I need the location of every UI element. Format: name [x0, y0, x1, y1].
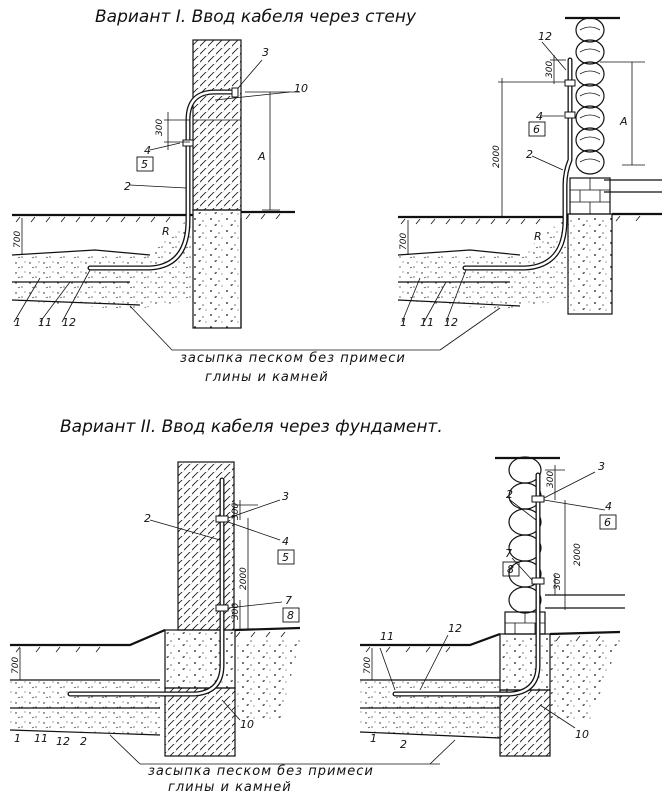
callout-11: 11 — [420, 316, 434, 329]
brick-wall — [177, 461, 235, 631]
callout-2: 2 — [124, 180, 131, 193]
callout-2: 2 — [144, 512, 151, 525]
variant2-title: Вариант II. Ввод кабеля через фундамент. — [60, 417, 443, 437]
callout-7: 7 — [505, 547, 512, 560]
variant2-right-detail: 300 2000 300 700 3 4 6 2 7 8 11 12 1 2 1… — [359, 456, 625, 757]
callout-11: 11 — [380, 630, 394, 643]
callout-3: 3 — [598, 460, 605, 473]
callout-10: 10 — [575, 728, 589, 741]
dim-700: 700 — [399, 233, 409, 250]
log-wall — [575, 17, 605, 175]
callout-1: 1 — [14, 316, 21, 329]
sand-note2-line2: глины и камней — [168, 780, 292, 795]
callout-3: 3 — [262, 46, 269, 59]
callout-12: 12 — [444, 316, 458, 329]
sand-note-1: засыпка песком без примеси глины и камне… — [129, 305, 501, 385]
callout-7: 7 — [285, 594, 292, 607]
foundation — [499, 633, 551, 691]
dim-300: 300 — [553, 573, 563, 590]
foundation — [192, 209, 242, 329]
label-R: R — [162, 225, 170, 238]
callout-11: 11 — [34, 732, 48, 745]
dim-A: A — [619, 115, 628, 128]
callout-6: 6 — [533, 123, 540, 136]
clamp — [231, 87, 239, 98]
callout-2: 2 — [506, 488, 513, 501]
dim-700: 700 — [11, 657, 21, 674]
callout-10: 10 — [240, 718, 254, 731]
ground-line — [12, 210, 295, 217]
callout-5: 5 — [282, 551, 289, 564]
variant1-left-detail: A 300 700 3 10 4 5 2 R 1 11 12 — [11, 39, 308, 329]
brick-wall — [192, 39, 242, 211]
sand-note-line1: засыпка песком без примеси — [180, 351, 406, 366]
dim-300: 300 — [545, 61, 555, 78]
sand-note-line2: глины и камней — [205, 370, 329, 385]
dim-2000: 2000 — [492, 145, 502, 168]
callout-5: 5 — [141, 158, 148, 171]
callout-4: 4 — [144, 144, 151, 157]
callout-1: 1 — [370, 732, 377, 745]
sand-note-2: засыпка песком без примеси глины и камне… — [109, 734, 456, 795]
label-R: R — [534, 230, 542, 243]
dim-700: 700 — [13, 231, 23, 248]
callout-1: 1 — [400, 316, 407, 329]
callout-2: 2 — [400, 738, 407, 751]
dim-300: 300 — [231, 503, 241, 520]
variant1-title: Вариант I. Ввод кабеля через стену — [95, 7, 417, 27]
callout-4: 4 — [605, 500, 612, 513]
dim-300: 300 — [546, 471, 556, 488]
callout-10: 10 — [294, 82, 308, 95]
callout-3: 3 — [282, 490, 289, 503]
callout-8: 8 — [507, 563, 514, 576]
callout-12: 12 — [62, 316, 76, 329]
dim-700: 700 — [363, 657, 373, 674]
sand-note2-line1: засыпка песком без примеси — [148, 764, 374, 779]
variant2-left-detail: 300 2000 300 700 3 4 5 2 7 8 10 1 11 12 … — [9, 461, 301, 757]
callout-2: 2 — [80, 735, 87, 748]
callout-2: 2 — [526, 148, 533, 161]
callout-4: 4 — [282, 535, 289, 548]
clamp — [182, 139, 194, 147]
variant1-right-detail: A 2000 300 700 12 4 6 2 R 1 11 12 — [397, 16, 662, 329]
dim-300: 300 — [155, 119, 165, 136]
dim-A: A — [257, 150, 266, 163]
foundation — [567, 213, 613, 315]
callout-4: 4 — [536, 110, 543, 123]
callout-11: 11 — [38, 316, 52, 329]
callout-1: 1 — [14, 732, 21, 745]
callout-6: 6 — [604, 516, 611, 529]
callout-12: 12 — [448, 622, 462, 635]
dim-2000: 2000 — [573, 543, 583, 566]
dim-2000: 2000 — [239, 567, 249, 590]
callout-12: 12 — [538, 30, 552, 43]
callout-8: 8 — [287, 609, 294, 622]
dim-300: 300 — [231, 603, 241, 620]
callout-12: 12 — [56, 735, 70, 748]
